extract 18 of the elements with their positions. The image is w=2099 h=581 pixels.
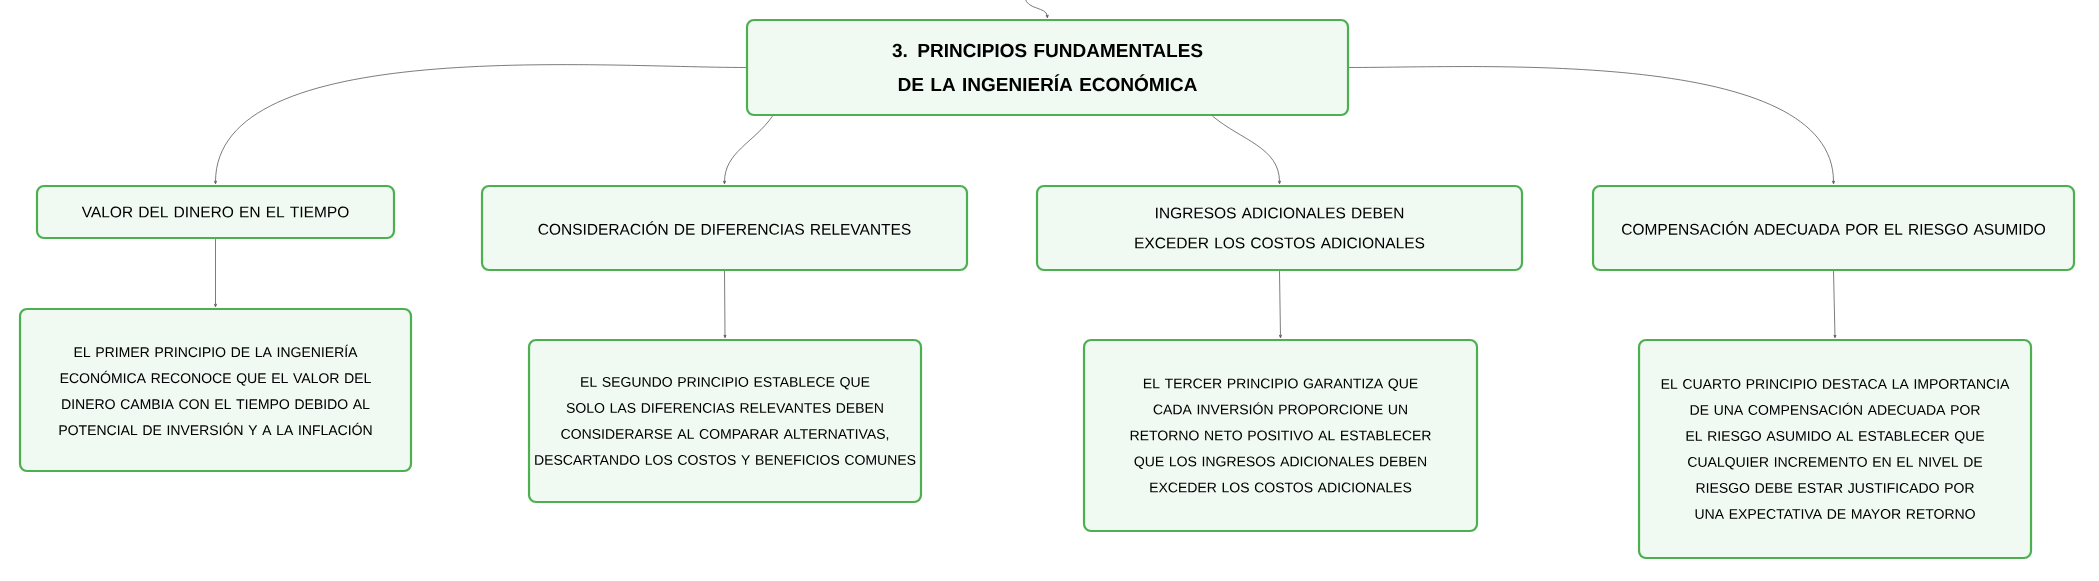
topic-box: CONSIDERACIÓN DE DIFERENCIAS RELEVANTES: [480, 184, 969, 272]
arrow: [1833, 270, 1837, 339]
topic-box: VALOR DEL DINERO EN EL TIEMPO: [35, 184, 396, 240]
description-box: EL TERCER PRINCIPIO GARANTIZA QUE CADA INVERSIÓN PROPORCIONE UN RETORNO NETO POSITIVO AL ESTABLECER QUE LOS INGRESOS ADICIONALES DEBEN EXCEDER LOS COSTOS ADICIONALES: [1082, 338, 1479, 533]
arrow: [214, 64, 747, 185]
description-box: EL CUARTO PRINCIPIO DESTACA LA IMPORTANCIA DE UNA COMPENSACIÓN ADECUADA POR EL RIESGO ASUMIDO AL ESTABLECER QUE CUALQUIER INCREMENTO EN EL NIVEL DE RIESGO DEBE ESTAR JUSTIFICADO POR UNA EXPECTATIVA DE MAYOR RETORNO: [1637, 338, 2033, 560]
arrow: [723, 115, 773, 185]
arrow: [1024, 0, 1049, 19]
title-box: 3. PRINCIPIOS FUNDAMENTALES DE LA INGENIERÍA ECONÓMICA: [745, 18, 1350, 117]
topic-box: COMPENSACIÓN ADECUADA POR EL RIESGO ASUMIDO: [1591, 184, 2076, 272]
description-box: EL SEGUNDO PRINCIPIO ESTABLECE QUE SOLO LAS DIFERENCIAS RELEVANTES DEBEN CONSIDERARSE AL COMPARAR ALTERNATIVAS, DESCARTANDO LOS COSTOS Y BENEFICIOS COMUNES: [527, 338, 923, 504]
description-box: EL PRIMER PRINCIPIO DE LA INGENIERÍA ECONÓMICA RECONOCE QUE EL VALOR DEL DINERO CAMBIA CON EL TIEMPO DEBIDO AL POTENCIAL DE INVERSIÓN Y A LA INFLACIÓN: [18, 307, 413, 473]
arrow: [723, 270, 727, 339]
arrow: [214, 238, 217, 308]
arrow: [1278, 270, 1282, 339]
arrow: [1212, 115, 1281, 185]
topic-box: INGRESOS ADICIONALES DEBEN EXCEDER LOS COSTOS ADICIONALES: [1035, 184, 1524, 272]
arrow: [1348, 66, 1835, 185]
